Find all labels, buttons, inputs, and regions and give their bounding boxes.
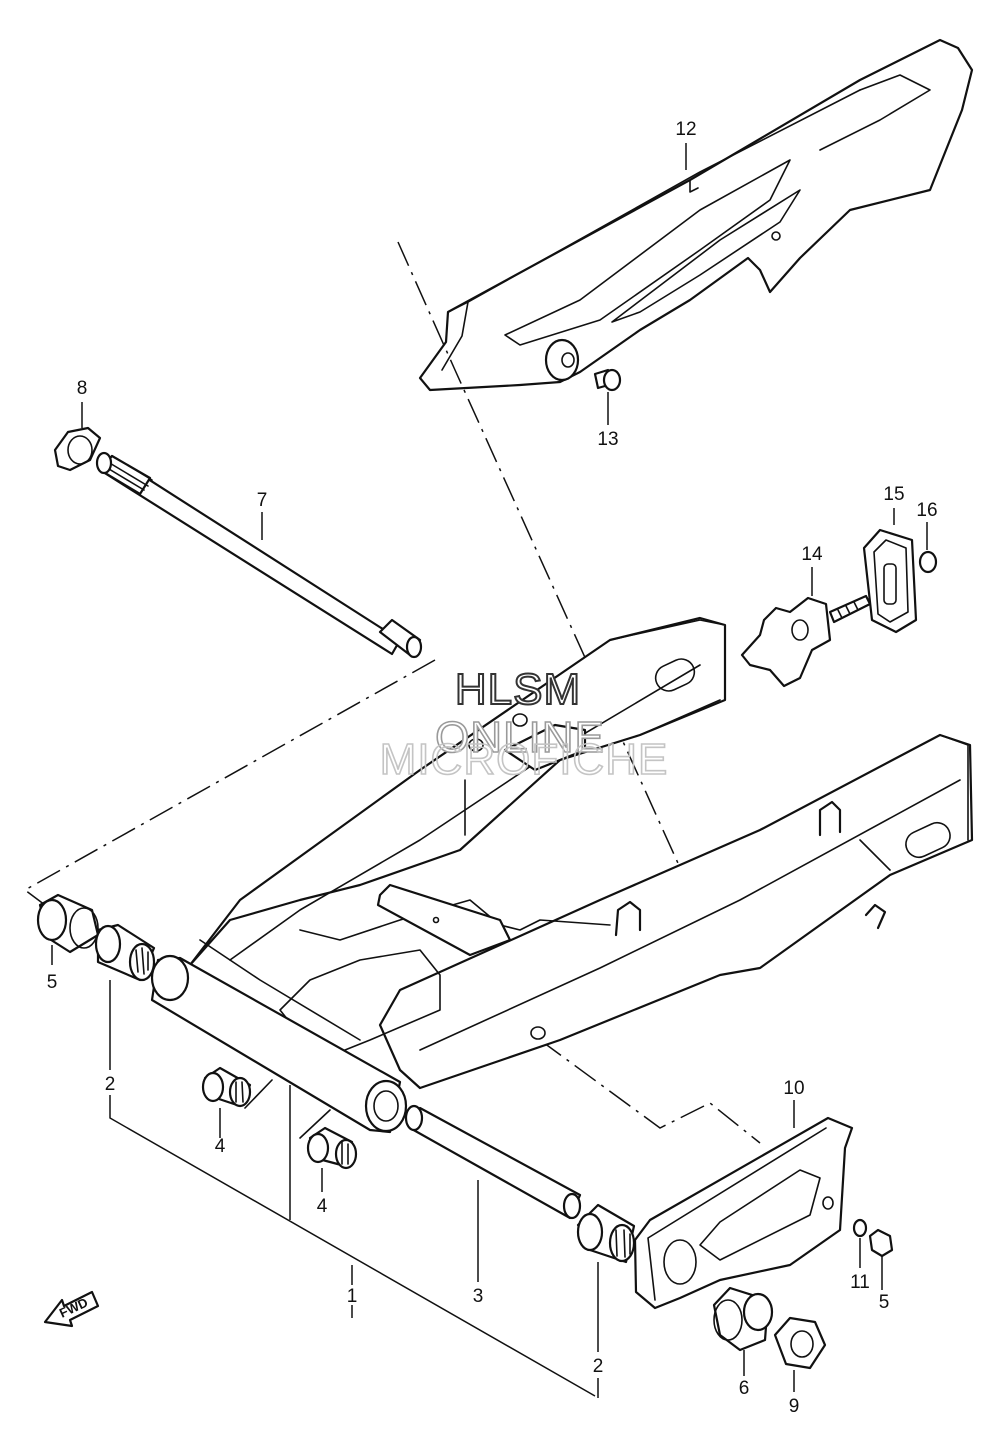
callout-6: 7 <box>257 490 268 511</box>
chain-guide-washer <box>852 1218 868 1238</box>
bearing-right <box>576 1203 636 1264</box>
bushing-left <box>36 893 100 954</box>
adjuster-cover <box>862 528 918 634</box>
watermark-line-2: ONLINE <box>435 713 605 762</box>
bearing-center-left <box>201 1066 252 1108</box>
callout-4-left: 4 <box>215 1136 226 1157</box>
bearing-center-right <box>306 1126 358 1170</box>
swingarm <box>150 616 974 1139</box>
fwd-arrow: FWD <box>43 1290 100 1328</box>
chain-adjuster <box>740 594 872 688</box>
chain-guide <box>633 1116 854 1310</box>
callout-2-right: 2 <box>593 1356 604 1377</box>
pivot-nut-right <box>773 1316 827 1370</box>
watermark-line-1: HLSM <box>455 665 581 714</box>
callout-12: 12 <box>675 119 696 140</box>
callout-10: 5 <box>879 1292 890 1313</box>
pivot-shaft <box>95 451 423 659</box>
watermark: HLSM ONLINE MICROFICHE <box>379 664 669 785</box>
callout-1: 1 <box>347 1286 358 1307</box>
adjuster-nut <box>918 550 938 574</box>
chain-case-screw <box>593 368 622 392</box>
callout-5-right: 6 <box>739 1378 750 1399</box>
watermark-line-3: MICROFICHE <box>380 735 669 784</box>
callout-5-left: 5 <box>47 972 58 993</box>
callout-2-left: 2 <box>105 1074 116 1095</box>
chain-case <box>418 38 974 392</box>
callout-11: 11 <box>850 1272 870 1293</box>
callout-4-right: 4 <box>317 1196 328 1217</box>
chain-guide-bolt <box>868 1228 894 1258</box>
bearing-left <box>94 923 156 982</box>
callout-8: 9 <box>789 1396 800 1417</box>
pivot-nut <box>53 426 102 472</box>
pivot-spacer <box>404 1104 582 1220</box>
callout-13: 13 <box>597 429 618 450</box>
callout-labels: 12 13 8 7 15 16 14 5 2 4 4 1 3 2 6 9 10 … <box>47 119 938 1417</box>
callout-3: 3 <box>473 1286 484 1307</box>
callout-14: 14 <box>801 544 823 565</box>
callout-16: 16 <box>916 500 937 521</box>
reference-lines <box>51 143 928 1398</box>
callout-7: 8 <box>77 378 88 399</box>
callout-15: 15 <box>883 484 904 505</box>
bushing-right <box>712 1286 774 1352</box>
callout-9: 10 <box>783 1078 804 1099</box>
